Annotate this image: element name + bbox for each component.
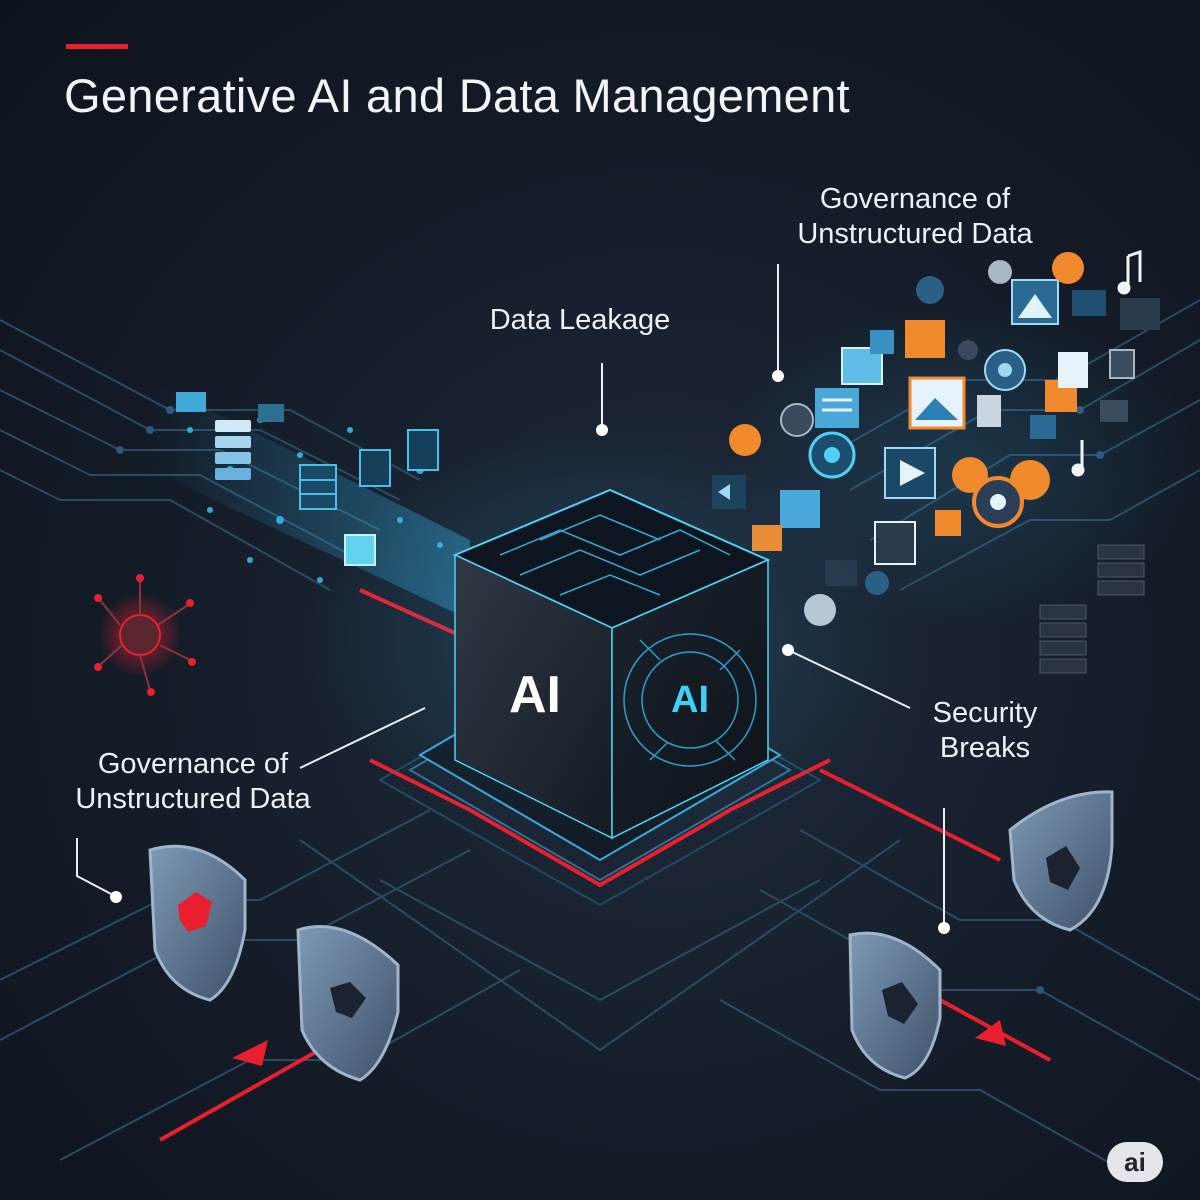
- database-icon: [841, 290, 1160, 385]
- label-governance-top-line1: Governance of: [819, 183, 1011, 215]
- cube-front-label: AI: [509, 666, 561, 724]
- broken-shield-icon: [296, 925, 400, 1082]
- page-title: Generative AI and Data Management: [64, 69, 850, 122]
- server-icon: [215, 420, 251, 480]
- ai-watermark-badge: ai: [1107, 1142, 1163, 1182]
- broken-shield-icon: [848, 931, 942, 1080]
- label-data-leakage: Data Leakage: [470, 303, 690, 338]
- label-data-leakage-text: Data Leakage: [489, 304, 671, 336]
- broken-shield-icon: [1008, 790, 1114, 932]
- label-governance-left: Governance of Unstructured Data: [48, 747, 338, 817]
- broken-shield-icon: [148, 844, 247, 1002]
- music-note-icon: [1071, 249, 1142, 477]
- label-governance-left-line2: Unstructured Data: [75, 783, 311, 815]
- callout-dots: [110, 370, 950, 934]
- label-governance-left-line1: Governance of: [97, 748, 289, 780]
- ai-cube: AI AI: [300, 430, 900, 907]
- document-icon: [815, 352, 1088, 439]
- callout-lines: [76, 264, 945, 925]
- label-governance-top: Governance of Unstructured Data: [770, 182, 1060, 252]
- label-security-breaks-line2: Breaks: [939, 732, 1031, 764]
- label-security-breaks: Security Breaks: [900, 696, 1070, 766]
- title-accent-bar: [66, 44, 128, 49]
- label-security-breaks-line1: Security: [932, 697, 1038, 729]
- data-stack-icon: [1039, 544, 1145, 674]
- threat-arrow-heads: [232, 1020, 1006, 1066]
- virus-icon: [94, 574, 196, 696]
- cube-side-label: AI: [671, 679, 709, 721]
- label-governance-top-line2: Unstructured Data: [797, 218, 1033, 250]
